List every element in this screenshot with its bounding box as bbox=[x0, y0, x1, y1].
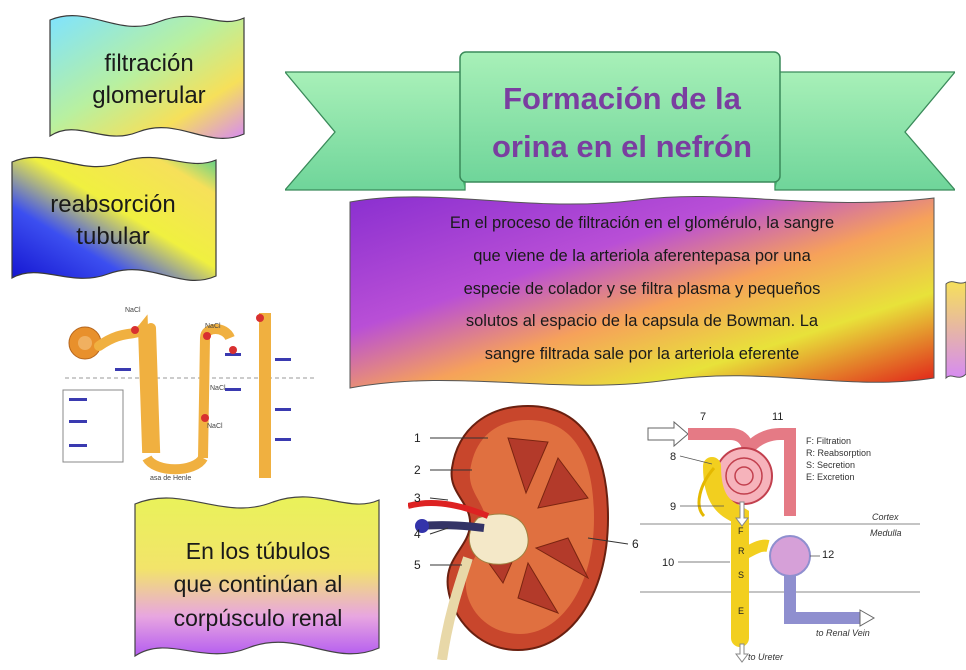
proceso-line4: solutos al espacio de la capsula de Bowm… bbox=[465, 312, 819, 331]
tubulos-card-shape bbox=[134, 496, 380, 658]
tubule-label-4: NaCl bbox=[207, 423, 223, 430]
nephron-legend-r: R: Reabsorption bbox=[806, 448, 871, 458]
proceso-line5: sangre filtrada sale por la arteriola ef… bbox=[484, 345, 800, 363]
filtracion-line1: filtración bbox=[104, 49, 194, 77]
tubule-label-1: NaCl bbox=[125, 307, 141, 314]
tubulos-line2: que continúan al bbox=[173, 571, 343, 598]
kidney-label-4: 4 bbox=[414, 527, 421, 541]
reabsorcion-line2: tubular bbox=[76, 223, 150, 250]
nephron-number-12: 12 bbox=[822, 549, 834, 561]
nephron-letter-s: S bbox=[738, 570, 744, 580]
reabsorcion-card: reabsorción tubular bbox=[18, 180, 208, 262]
tubulos-line3: corpúsculo renal bbox=[173, 604, 343, 631]
nephron-renal-vein-label: to Renal Vein bbox=[816, 628, 870, 638]
nephron-legend-e: E: Excretion bbox=[806, 472, 855, 482]
kidney-label-3: 3 bbox=[414, 491, 421, 505]
nephron-number-9: 9 bbox=[670, 501, 676, 513]
banner-title-line2: orina en el nefrón bbox=[491, 129, 753, 164]
kidney-label-5: 5 bbox=[414, 558, 421, 572]
nephron-ureter-label: to Ureter bbox=[748, 652, 784, 662]
nephron-letter-e: E bbox=[738, 606, 744, 616]
proceso-line1: En el proceso de filtración en el glomér… bbox=[449, 214, 835, 232]
kidney-label-2: 2 bbox=[414, 463, 421, 477]
tubulos-card: En los túbulos que continúan al corpúscu… bbox=[140, 528, 376, 642]
banner-title: Formación de la orina en el nefrón bbox=[462, 62, 782, 184]
nephron-number-8: 8 bbox=[670, 451, 676, 463]
kidney-diagram: 1 2 3 4 5 6 bbox=[408, 404, 639, 660]
nephron-legend-s: S: Secretion bbox=[806, 460, 855, 470]
nephron-letter-f: F bbox=[738, 526, 744, 536]
nephron-number-11: 11 bbox=[772, 411, 783, 423]
tubule-diagram: NaCl NaCl NaCl NaCl asa de Henle bbox=[55, 298, 320, 483]
proceso-card-shape bbox=[349, 196, 935, 389]
nephron-medulla-label: Medulla bbox=[870, 528, 902, 538]
nephron-diagram: 7 11 8 9 10 12 F: Filtration R: Reabsorp… bbox=[640, 411, 920, 663]
nephron-cortex-label: Cortex bbox=[872, 512, 899, 522]
filtracion-card-shape bbox=[49, 15, 245, 139]
kidney-label-6: 6 bbox=[632, 537, 639, 551]
title-banner bbox=[285, 51, 955, 191]
edge-card-shape bbox=[945, 281, 966, 380]
nephron-legend-f: F: Filtration bbox=[806, 436, 851, 446]
reabsorcion-line1: reabsorción bbox=[50, 190, 176, 218]
tubule-label-5: asa de Henle bbox=[150, 475, 191, 482]
tubule-label-2: NaCl bbox=[205, 323, 221, 330]
tubulos-line1: En los túbulos bbox=[185, 537, 331, 564]
nephron-number-10: 10 bbox=[662, 557, 674, 569]
proceso-text: En el proceso de filtración en el glomér… bbox=[362, 214, 922, 364]
nephron-letter-r: R bbox=[738, 546, 745, 556]
nephron-number-7: 7 bbox=[700, 411, 706, 423]
filtracion-line2: glomerular bbox=[92, 82, 206, 109]
reabsorcion-card-shape bbox=[11, 156, 217, 281]
proceso-line3: especie de colador y se filtra plasma y … bbox=[463, 279, 821, 298]
tubule-label-3: NaCl bbox=[210, 385, 226, 392]
banner-title-line1: Formación de la bbox=[503, 80, 741, 116]
filtracion-card: filtración glomerular bbox=[60, 40, 238, 120]
kidney-label-1: 1 bbox=[414, 431, 421, 445]
proceso-line2: que viene de la arteriola aferentepasa p… bbox=[473, 246, 811, 265]
